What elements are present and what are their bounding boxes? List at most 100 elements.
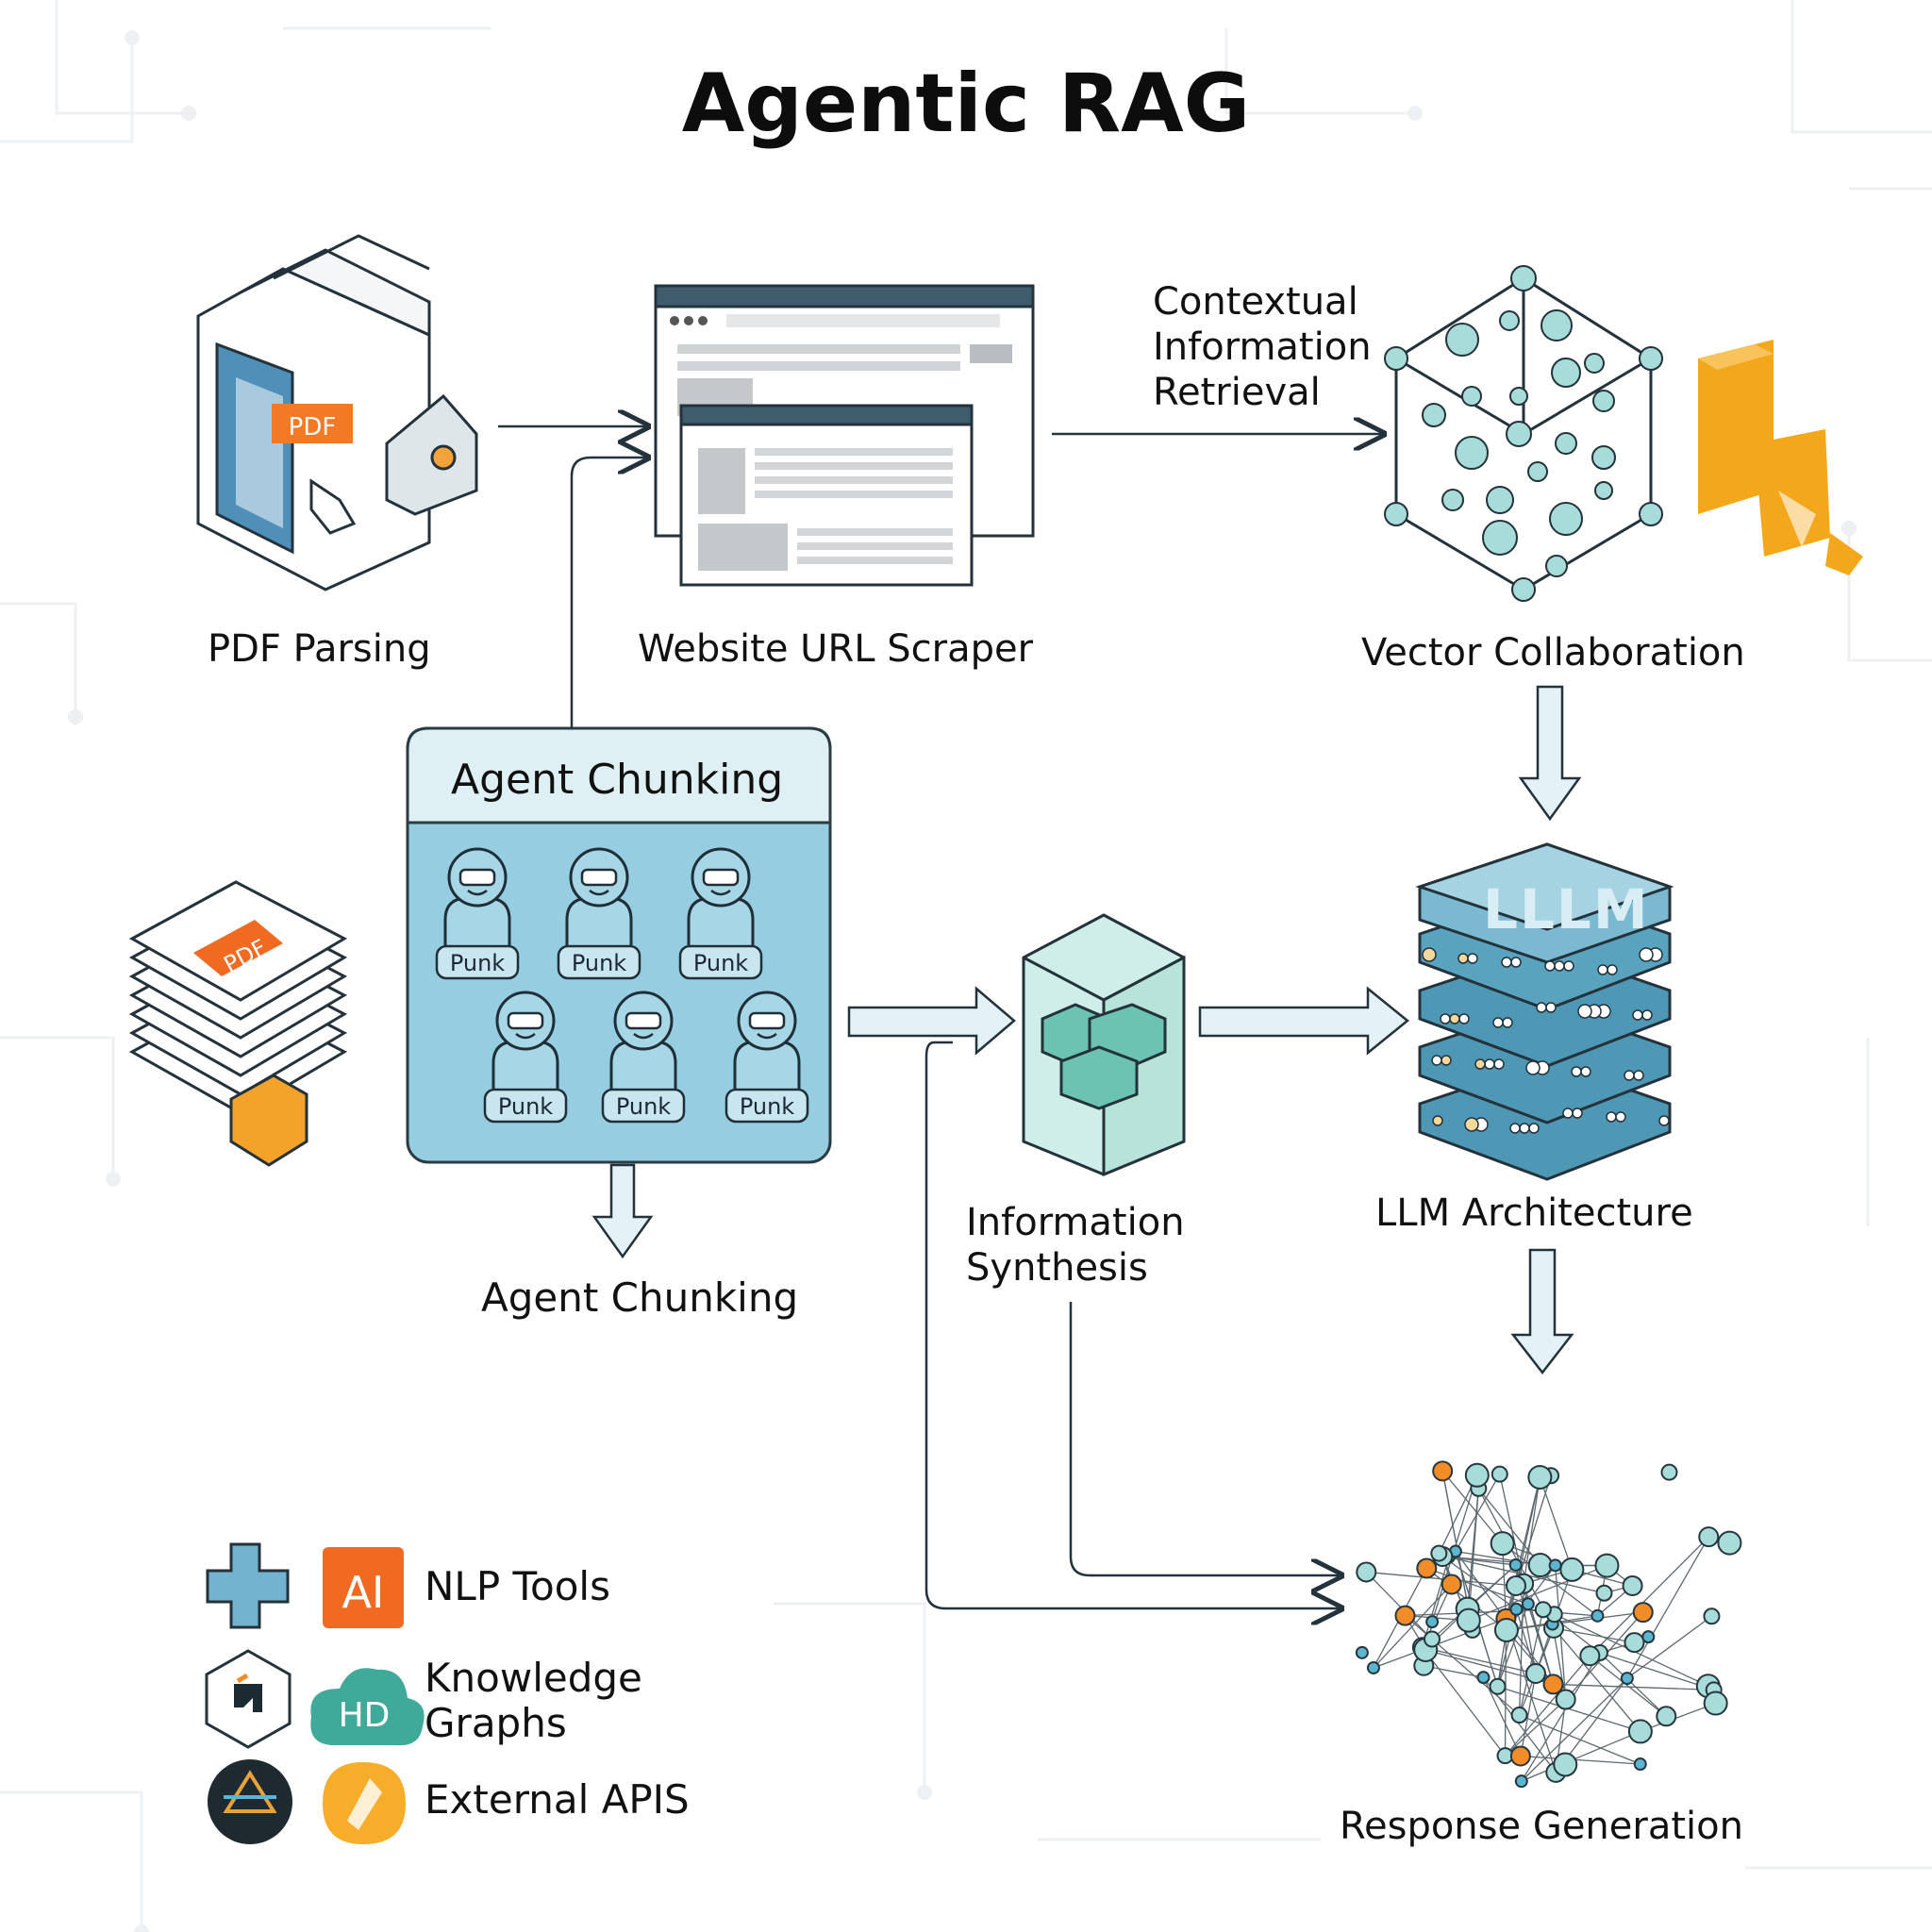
- llm-dot: [1615, 1111, 1626, 1123]
- ai-badge-icon: [323, 1547, 404, 1628]
- llm-dot: [1545, 1002, 1557, 1013]
- vector-node: [1506, 421, 1532, 447]
- agent-tag: Punk: [739, 1093, 795, 1120]
- network-node: [1542, 1674, 1564, 1695]
- network-node: [1366, 1660, 1380, 1674]
- llm-dot: [1577, 1004, 1592, 1019]
- network-node: [1423, 1630, 1441, 1648]
- cloud-hd-icon: [310, 1668, 425, 1746]
- llm-dot: [1580, 1066, 1591, 1077]
- network-edge: [1373, 1584, 1453, 1669]
- llm-dot: [1484, 1058, 1495, 1070]
- llm-dot: [1449, 1013, 1460, 1024]
- network-edge: [1640, 1702, 1716, 1733]
- network-edge: [1482, 1676, 1522, 1757]
- network-edge: [1373, 1618, 1507, 1669]
- llm-dot: [1457, 953, 1469, 964]
- website-scraper-label: Website URL Scraper: [638, 627, 1034, 671]
- legend-knowledge-graphs-label: Knowledge Graphs: [425, 1656, 642, 1746]
- network-node: [1633, 1757, 1647, 1772]
- network-node: [1553, 1752, 1578, 1777]
- network-edge: [1365, 1571, 1433, 1641]
- vector-node: [1455, 436, 1489, 470]
- vector-node: [1384, 346, 1408, 371]
- legend-nlp-tools-label: NLP Tools: [425, 1563, 610, 1609]
- network-node: [1441, 1574, 1462, 1595]
- llm-dot: [1554, 960, 1565, 972]
- legend-knowledge-graphs-line-2: Graphs: [425, 1700, 567, 1746]
- svg-text:HD: HD: [339, 1696, 391, 1735]
- llm-dot: [1510, 957, 1522, 968]
- contextual-retrieval-line-3: Retrieval: [1153, 371, 1321, 414]
- llm-dot: [1562, 1108, 1574, 1119]
- vector-collaboration-label: Vector Collaboration: [1361, 631, 1745, 675]
- network-node: [1591, 1608, 1605, 1623]
- agent-chunking-output-label: Agent Chunking: [481, 1274, 799, 1321]
- network-edge: [1505, 1618, 1557, 1774]
- network-node: [1703, 1690, 1728, 1716]
- network-edge: [1539, 1476, 1573, 1571]
- llm-architecture-label: LLM Architecture: [1375, 1191, 1693, 1235]
- network-edge: [1626, 1615, 1712, 1679]
- arrow-agent-to-scraper: [570, 458, 646, 728]
- network-edge: [1502, 1542, 1598, 1617]
- network-edge: [1477, 1488, 1541, 1566]
- llm-dot: [1519, 1123, 1530, 1134]
- llm-dot: [1632, 1009, 1643, 1021]
- network-node: [1527, 1464, 1553, 1490]
- network-node: [1627, 1719, 1653, 1744]
- network-edge: [1426, 1567, 1529, 1605]
- network-node: [1703, 1607, 1721, 1625]
- vector-node: [1510, 265, 1537, 291]
- agent-avatar-icon: [557, 847, 641, 980]
- llm-dot: [1633, 1070, 1644, 1081]
- page-title: Agentic RAG: [681, 57, 1251, 151]
- network-node: [1432, 1460, 1454, 1482]
- llm-dot: [1422, 947, 1437, 962]
- information-synthesis-line-2: Synthesis: [966, 1246, 1148, 1290]
- llm-dot: [1571, 1066, 1582, 1077]
- vector-node: [1639, 502, 1663, 526]
- network-edge: [1515, 1608, 1537, 1674]
- vector-node: [1584, 353, 1605, 374]
- network-edge: [1521, 1730, 1641, 1782]
- llm-dot: [1502, 1017, 1513, 1028]
- network-edge: [1599, 1652, 1714, 1691]
- llm-dot: [1624, 1070, 1635, 1081]
- network-node: [1594, 1553, 1620, 1578]
- vector-node: [1384, 502, 1408, 526]
- llm-dot: [1641, 1009, 1653, 1021]
- arrow-agent-box-down: [591, 1163, 654, 1259]
- pdf-parsing-label: PDF Parsing: [208, 627, 431, 671]
- network-node: [1394, 1605, 1416, 1626]
- agent-avatar-icon: [601, 991, 686, 1124]
- network-edge: [1518, 1609, 1544, 1716]
- network-node: [1491, 1465, 1508, 1483]
- agent-avatar-icon: [678, 847, 763, 980]
- agent-avatar-icon: [435, 847, 520, 980]
- network-node: [1416, 1557, 1438, 1579]
- arrow-vector-to-llm: [1518, 685, 1582, 822]
- llm-dot: [1441, 1055, 1452, 1066]
- network-node: [1509, 1745, 1531, 1767]
- network-edge: [1422, 1646, 1507, 1757]
- network-edge: [1599, 1652, 1667, 1717]
- llm-dot: [1474, 1058, 1486, 1070]
- vector-node: [1591, 445, 1616, 470]
- network-node: [1521, 1597, 1535, 1611]
- llm-dot: [1458, 1013, 1470, 1024]
- information-synthesis-label: Information Synthesis: [966, 1200, 1185, 1291]
- network-edge: [1455, 1474, 1501, 1552]
- network-node: [1548, 1558, 1562, 1573]
- network-node: [1595, 1584, 1613, 1602]
- arrow-loop-to-response: [924, 1041, 1340, 1608]
- llm-dot: [1467, 953, 1478, 964]
- arrows: [498, 426, 1382, 1608]
- llm-dot: [1597, 964, 1608, 975]
- network-edge: [1523, 1476, 1541, 1584]
- legend-external-apis-label: External APIS: [425, 1776, 690, 1823]
- vector-node: [1482, 520, 1518, 556]
- dark-circle-icon: [208, 1759, 292, 1844]
- network-edge: [1589, 1536, 1709, 1657]
- llm-block-text: LLLM: [1483, 877, 1650, 941]
